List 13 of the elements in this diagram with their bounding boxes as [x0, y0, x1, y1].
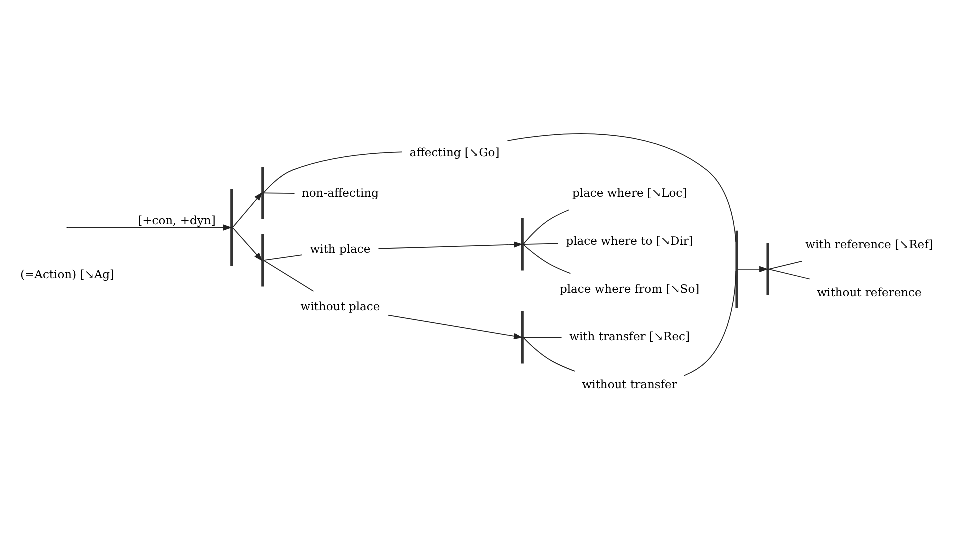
node-text: affecting [↘Go]: [410, 145, 500, 160]
node-text: with reference [↘Ref]: [806, 238, 934, 252]
node-text: non-affecting: [302, 186, 380, 200]
node-text: with place: [310, 242, 371, 256]
edge-label: [+con, +dyn]: [138, 214, 216, 228]
label: (=Action) [↘Ag]: [20, 268, 115, 282]
node-text: without reference: [817, 285, 922, 300]
node-text: place where to [↘Dir]: [566, 234, 694, 248]
node-text: place where [↘Loc]: [572, 186, 688, 200]
node-text: place where from [↘So]: [560, 282, 700, 296]
node-text: without place: [300, 300, 380, 314]
node-text: without transfer: [582, 378, 678, 392]
node-text: with transfer [↘Rec]: [570, 330, 690, 344]
